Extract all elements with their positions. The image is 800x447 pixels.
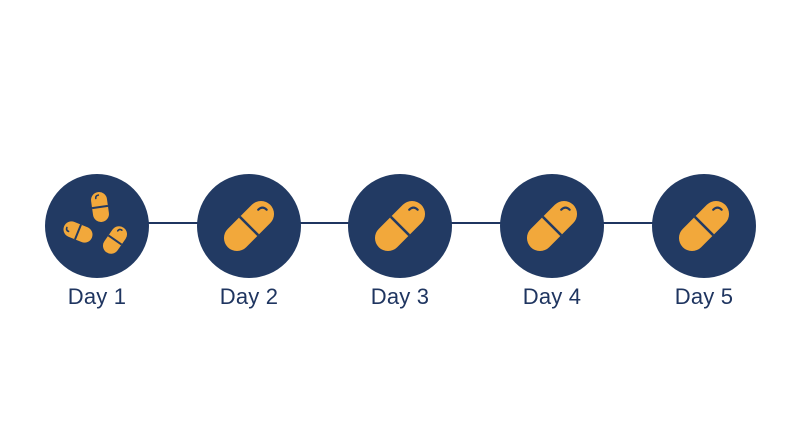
timeline-step-day-5: Day 5 (652, 174, 756, 324)
pill-icon (678, 200, 730, 252)
step-circle (652, 174, 756, 278)
timeline-step-day-3: Day 3 (348, 174, 452, 324)
step-label: Day 1 (67, 284, 127, 309)
step-label: Day 3 (370, 284, 430, 309)
timeline-step-day-4: Day 4 (500, 174, 604, 324)
step-circle (500, 174, 604, 278)
three-pills-icon (60, 190, 132, 258)
step-label: Day 2 (219, 284, 279, 309)
step-circle (348, 174, 452, 278)
step-label: Day 5 (674, 284, 734, 309)
timeline-step-day-2: Day 2 (197, 174, 301, 324)
step-circle (197, 174, 301, 278)
step-circle (45, 174, 149, 278)
pill-icon (374, 200, 426, 252)
pill-icon (526, 200, 578, 252)
step-label: Day 4 (522, 284, 582, 309)
pill-icon (223, 200, 275, 252)
timeline-step-day-1: Day 1 (45, 174, 149, 324)
